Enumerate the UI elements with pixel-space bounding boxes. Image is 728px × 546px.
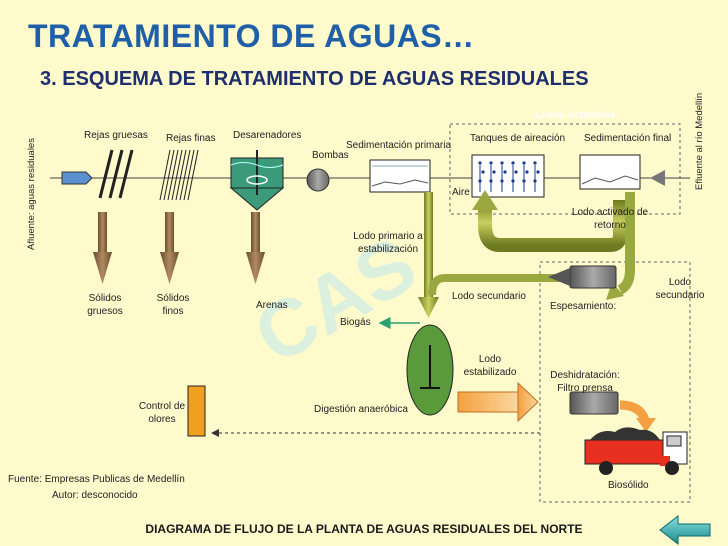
biogas-label: Biogás: [340, 317, 371, 328]
bombas-label: Bombas: [312, 150, 349, 161]
lodo-primario-label: Lodo primario a estabilización: [353, 231, 423, 255]
lodo-secundario-label: Lodo secundario: [452, 291, 526, 302]
retorno-arrow: [478, 200, 627, 252]
inlet-arrow: [61, 171, 93, 185]
page-title: TRATAMIENTO DE AGUAS…: [28, 18, 475, 54]
rejas-gruesas-label: Rejas gruesas: [84, 130, 148, 141]
solidos-gruesos-label: Sólidos gruesos: [87, 293, 123, 317]
efluente-label: Efluente al río Medellín: [694, 92, 705, 190]
lodos-activados-box: [449, 123, 681, 215]
solidos-finos-label: Sólidos finos: [156, 293, 190, 317]
solidos-finos-arrow: [160, 212, 179, 284]
solidos-gruesos-arrow: [93, 212, 112, 284]
deshidratacion-label: Deshidratación: Filtro prensa: [550, 370, 620, 394]
lodo-estabilizado-arrow: [457, 381, 539, 423]
filtro-prensa-icon: [569, 391, 619, 415]
espesamiento-icon: [548, 265, 617, 289]
effluent-arrow: [650, 170, 665, 186]
biosolido-arrow: [619, 400, 650, 422]
lodo-secundario-right-label: Lodo secundario: [655, 277, 705, 301]
digestion-label: Digestión anaeróbica: [314, 404, 408, 415]
back-button[interactable]: [655, 512, 715, 546]
rejas-gruesas-icon: [98, 149, 134, 199]
control-olores-icon: [187, 385, 206, 437]
back-arrow-icon: [659, 514, 711, 546]
aire-label: Aire: [452, 187, 470, 198]
sedimentacion-primaria-label: Sedimentación primaria: [346, 140, 452, 151]
author-label: Autor: desconocido: [52, 490, 138, 501]
digester-icon: [406, 324, 454, 416]
tanque-aireacion-icon: [471, 154, 545, 198]
page-subtitle: 3. ESQUEMA DE TRATAMIENTO DE AGUAS RESID…: [40, 68, 589, 90]
lodo-estabilizado-label: Lodo estabilizado: [463, 354, 517, 378]
arenas-label: Arenas: [256, 300, 288, 311]
espesamiento-label: Espesamiento:: [550, 301, 617, 312]
source-label: Fuente: Empresas Publicas de Medellín: [8, 474, 185, 485]
footer-caption: DIAGRAMA DE FLUJO DE LA PLANTA DE AGUAS …: [145, 522, 583, 536]
lodos-treatment-box: [539, 261, 691, 503]
control-olores-label: Control de olores: [138, 401, 186, 425]
pump-icon: [306, 168, 330, 192]
lodos-activados-label: Lodos Activados: [535, 110, 616, 121]
arenas-arrow: [246, 212, 265, 284]
aireacion-bubbles-icon: [478, 161, 540, 192]
desarenadores-label: Desarenadores: [233, 130, 302, 141]
afluente-label: Afluente: aguas residuales: [26, 138, 37, 250]
rejas-finas-icon: [159, 149, 199, 201]
sedimentador-primario-icon: [369, 159, 431, 193]
sedimentacion-final-label: Sedimentación final: [584, 133, 672, 144]
truck-icon: [584, 427, 688, 475]
desarenador-icon: [229, 150, 285, 211]
sedimentador-final-icon: [579, 154, 641, 190]
tanques-aireacion-label: Tanques de aireación: [470, 133, 566, 144]
biosolido-label: Biosólido: [608, 480, 649, 491]
lodo-primario-arrow: [418, 192, 439, 318]
rejas-finas-label: Rejas finas: [166, 133, 216, 144]
lodo-retorno-label: Lodo activado de retorno: [571, 207, 649, 231]
